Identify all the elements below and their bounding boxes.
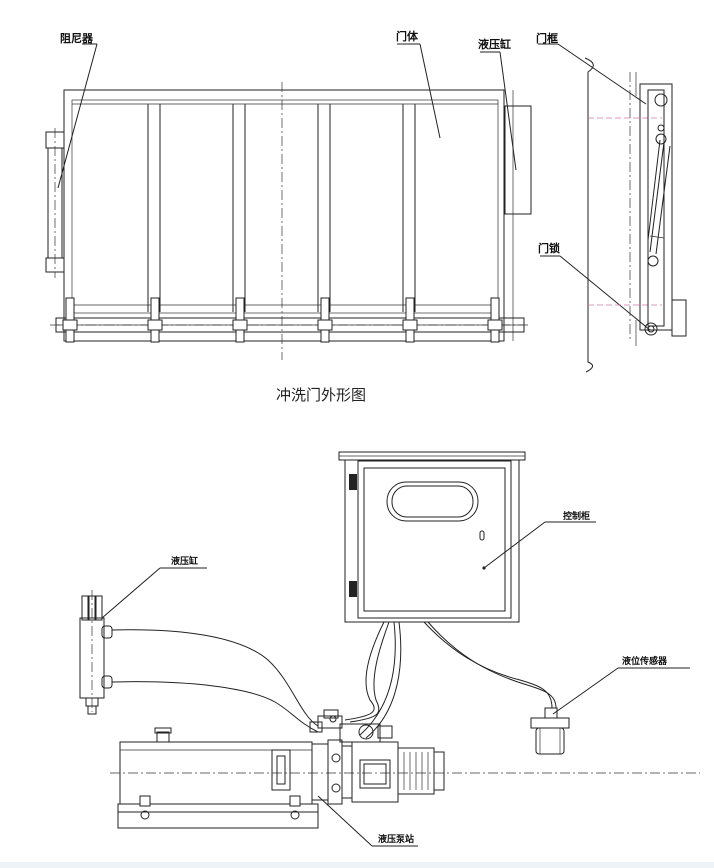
hoses [111, 629, 319, 733]
door-cylinder-box [504, 105, 532, 215]
level-sensor-label: 液位传感器 [622, 655, 668, 667]
pump-station-label: 液压泵站 [378, 833, 414, 845]
hydraulic-cylinder-label: 液压缸 [478, 37, 511, 51]
damper-label: 阻尼器 [60, 31, 94, 45]
door-body-label: 门体 [396, 29, 419, 43]
damper [45, 128, 65, 278]
door-front-view [45, 82, 532, 360]
pump-station [110, 709, 700, 829]
door-stiffeners [72, 103, 498, 312]
cables [344, 621, 557, 739]
hinge-rail [50, 317, 530, 333]
door-lock-label: 门锁 [538, 241, 560, 255]
control-cabinet [338, 451, 526, 623]
hydraulic-cylinder [79, 590, 113, 715]
top-figure-caption: 冲洗门外形图 [276, 386, 366, 404]
door-side-view [584, 57, 687, 373]
level-sensor [530, 707, 570, 755]
hinges [62, 297, 503, 343]
window-bottom-strip [0, 862, 714, 868]
top-leaders [57, 43, 651, 331]
door-frame-label: 门框 [536, 31, 558, 45]
control-cabinet-label: 控制柜 [563, 510, 590, 522]
cylinder-label: 液压缸 [171, 555, 198, 567]
